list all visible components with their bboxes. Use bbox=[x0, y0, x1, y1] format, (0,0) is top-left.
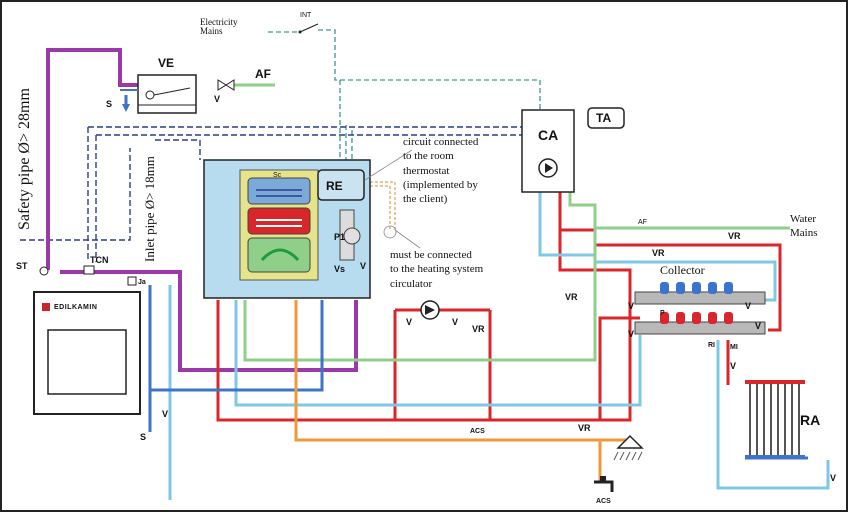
collector-label: Collector bbox=[660, 263, 705, 277]
mi-label: MI bbox=[730, 344, 738, 351]
light-blue-pipes bbox=[168, 190, 830, 500]
expansion-vessel bbox=[137, 74, 197, 114]
vr-label-4: VR bbox=[472, 324, 485, 334]
red-pipes bbox=[216, 190, 782, 422]
v-af-label: V bbox=[214, 94, 221, 104]
circuit-note: circuit connected to the room thermostat… bbox=[403, 136, 479, 206]
v-collector-3: V bbox=[628, 329, 635, 339]
valve-icon bbox=[217, 79, 235, 91]
radiator bbox=[745, 380, 805, 459]
af-right-label: AF bbox=[638, 219, 647, 226]
re-label: RE bbox=[326, 179, 343, 193]
ja-label: Ja bbox=[138, 279, 146, 286]
tap-icon bbox=[594, 476, 614, 492]
stove bbox=[33, 291, 141, 415]
p1-label: P1 bbox=[334, 232, 346, 242]
v-pump-right-label: V bbox=[452, 317, 459, 327]
green-pipes bbox=[230, 83, 790, 362]
v-collector-4: V bbox=[755, 321, 762, 331]
water-mains-label: Water Mains bbox=[790, 213, 818, 240]
vr-label-5: VR bbox=[578, 423, 591, 433]
electricity-mains-label: Electricity Mains bbox=[200, 17, 238, 36]
v-collector-1: V bbox=[628, 301, 635, 311]
af-top-label: AF bbox=[255, 67, 271, 81]
inlet-pipe-label: Inlet pipe Ø> 18mm bbox=[142, 156, 157, 262]
acs-mid-label: ACS bbox=[470, 428, 485, 435]
control-lines bbox=[20, 126, 528, 262]
vr-label-1: VR bbox=[652, 248, 665, 258]
vr-label-3: VR bbox=[565, 292, 578, 302]
boiler-ca bbox=[521, 109, 575, 193]
tcn-label: TCN bbox=[90, 255, 109, 265]
tcn-valve bbox=[83, 265, 95, 275]
shower-icon bbox=[613, 434, 644, 461]
vr-label-2: VR bbox=[728, 231, 741, 241]
ja-sensor bbox=[127, 276, 137, 286]
s-top-label: S bbox=[106, 99, 113, 109]
s-bottom-label: S bbox=[140, 432, 147, 442]
safety-pipe-label: Safety pipe Ø> 28mm bbox=[16, 88, 33, 230]
drain-arrow-icon bbox=[122, 104, 130, 112]
v-bottom-label: V bbox=[162, 409, 169, 419]
ra-label: RA bbox=[800, 412, 821, 428]
circulator-note: must be connected to the heating system … bbox=[390, 249, 484, 290]
ri-label: RI bbox=[708, 342, 715, 349]
int-label: INT bbox=[300, 12, 312, 19]
st-label: ST bbox=[16, 261, 28, 271]
switch-icon bbox=[298, 23, 319, 34]
ve-label: VE bbox=[158, 56, 175, 70]
collector-manifold bbox=[634, 282, 766, 335]
v-tank-label: V bbox=[360, 261, 367, 271]
sc-label: Sc bbox=[273, 172, 282, 179]
st-fitting bbox=[39, 266, 49, 276]
v-rad-label: V bbox=[730, 361, 737, 371]
vs-label: Vs bbox=[334, 264, 346, 274]
circulator-pump bbox=[420, 300, 440, 320]
ca-label: CA bbox=[538, 127, 559, 143]
v-collector-2: V bbox=[745, 301, 752, 311]
acs-bottom-label: ACS bbox=[596, 498, 611, 505]
p-collector-label: P bbox=[660, 310, 665, 317]
sensor-wires bbox=[365, 181, 396, 230]
tank-module bbox=[203, 159, 371, 299]
v-rad-bottom-label: V bbox=[830, 473, 837, 483]
ta-label: TA bbox=[596, 111, 612, 125]
leader-lines bbox=[364, 149, 421, 249]
purple-pipes bbox=[46, 48, 358, 372]
brand-logo: EDILKAMIN bbox=[54, 304, 98, 311]
thermostat-ta bbox=[587, 107, 625, 129]
v-pump-left-label: V bbox=[406, 317, 413, 327]
